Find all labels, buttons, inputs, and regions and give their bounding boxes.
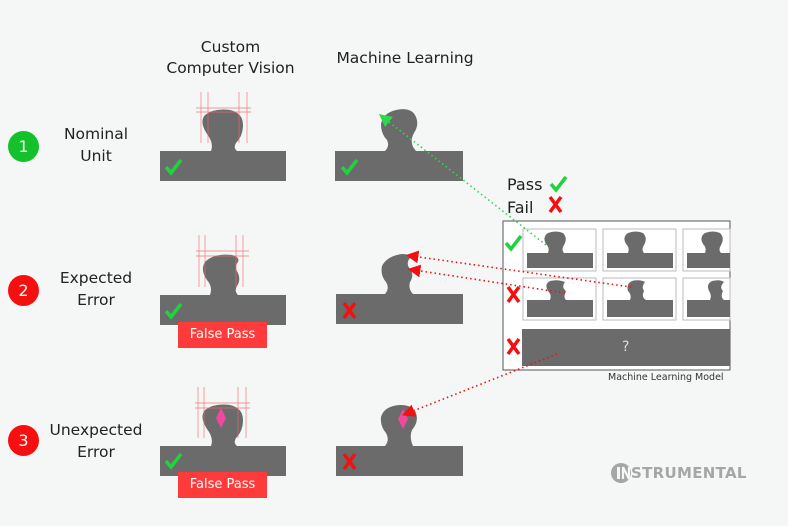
model-label: Machine Learning Model (608, 372, 724, 383)
row-2-ml-part (336, 254, 463, 324)
column-header-custom-cv: Custom Computer Vision (158, 37, 303, 79)
legend-pass-check-icon (549, 175, 568, 193)
ml-model-box (502, 220, 731, 371)
column-header-custom-cv-line2: Computer Vision (166, 59, 295, 77)
row-3-false-pass-badge: False Pass (178, 472, 267, 498)
arrow-row2-top-to-model (405, 250, 632, 288)
column-header-custom-cv-line1: Custom (200, 38, 261, 56)
model-thumb-pass-2 (602, 228, 677, 272)
row-2-ml-x-icon (342, 301, 357, 320)
model-thumb-fail-2 (602, 277, 677, 321)
row-3-label-line2: Error (77, 443, 115, 461)
row-3-cv-defect-icon (216, 408, 226, 428)
row-2-label: Expected Error (41, 267, 151, 311)
row-3-cv-check-icon (164, 452, 183, 470)
row-3-label-line1: Unexpected (49, 421, 143, 439)
arrow-row2-bottom-to-model (407, 264, 566, 294)
row-1-cv-check-icon (164, 158, 183, 176)
model-row-2-x-icon (506, 285, 521, 304)
column-header-machine-learning: Machine Learning (336, 49, 474, 67)
legend-fail-label: Fail (507, 198, 534, 217)
model-thumb-fail-1 (522, 277, 597, 321)
instrumental-logo-mark (611, 463, 631, 483)
row-3-ml-part (336, 405, 463, 476)
row-2-cv-check-icon (164, 302, 183, 320)
legend-pass-label: Pass (507, 175, 543, 194)
row-3-badge: 3 (8, 425, 39, 456)
row-1-ml-check-icon (340, 158, 359, 176)
model-thumb-pass-1 (522, 228, 597, 272)
row-1-badge: 1 (8, 131, 39, 162)
arrow-row1-to-model (378, 114, 547, 246)
model-unknown-label: ? (622, 339, 630, 355)
instrumental-logo: STRUMENTAL (631, 464, 747, 482)
row-1-label-line1: Nominal (63, 125, 129, 143)
row-3-ml-x-icon (342, 452, 357, 471)
row-3-label: Unexpected Error (41, 419, 151, 463)
model-row-3-x-icon (506, 337, 521, 356)
model-row-1-check-icon (504, 234, 523, 252)
row-2-false-pass-badge: False Pass (178, 322, 267, 348)
row-2-cv-gridlines (196, 235, 249, 287)
row-1-label: Nominal Unit (41, 123, 151, 167)
row-3-cv-part (160, 387, 286, 476)
row-1-cv-gridlines (196, 92, 251, 143)
model-thumb-fail-3 (682, 277, 731, 321)
row-1-cv-part (160, 92, 286, 181)
row-2-label-line1: Expected (59, 269, 133, 287)
row-1-label-line2: Unit (80, 147, 112, 165)
row-2-badge: 2 (8, 275, 39, 306)
model-thumb-pass-3 (682, 228, 731, 272)
row-2-cv-part (160, 235, 286, 325)
instrumental-logo-text: STRUMENTAL (631, 464, 747, 482)
legend-fail-x-icon (548, 195, 563, 214)
row-2-label-line2: Error (77, 291, 115, 309)
model-unknown-bar (522, 329, 730, 366)
row-3-cv-gridlines (195, 387, 250, 438)
row-1-ml-part (335, 109, 463, 181)
